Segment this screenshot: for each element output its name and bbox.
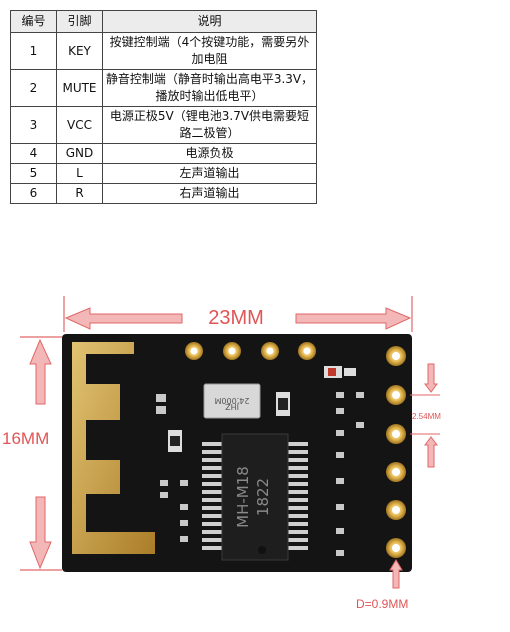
- smd-components: [156, 366, 364, 556]
- width-label: 23MM: [208, 307, 264, 329]
- arrow-up-icon: [389, 559, 403, 589]
- module-figure: 23MM 16MM 24.000M JHZ: [2, 296, 441, 611]
- top-pads: [185, 342, 316, 360]
- header-number: 编号: [10, 10, 57, 33]
- chip-pins: [202, 442, 308, 550]
- pitch-label: 2.54MM: [412, 412, 441, 421]
- arrow-down-icon: [29, 496, 52, 570]
- pin-table: 编号 引脚 说明 1 KEY 按键控制端（4个按键功能，需要另外加电阻 2 MU…: [10, 10, 317, 204]
- crystal-marking: JHZ: [225, 402, 240, 411]
- row-pin: MUTE: [56, 69, 103, 107]
- row-description: 电源负极: [102, 143, 317, 164]
- header-pin: 引脚: [56, 10, 103, 33]
- row-pin: R: [56, 183, 103, 204]
- arrow-right-icon: [295, 307, 412, 330]
- table-row: 5 L 左声道输出: [10, 163, 317, 184]
- height-dimension: [20, 336, 62, 571]
- row-pin: L: [56, 163, 103, 184]
- arrow-up-icon: [424, 436, 438, 468]
- arrow-down-icon: [424, 363, 438, 393]
- row-number: 6: [10, 183, 57, 204]
- main-chip: [221, 433, 289, 561]
- row-description: 左声道输出: [102, 163, 317, 184]
- height-label: 16MM: [2, 429, 49, 448]
- arrow-up-icon: [29, 338, 52, 405]
- header-description: 说明: [102, 10, 317, 33]
- row-pin: GND: [56, 143, 103, 164]
- pcb-antenna: [72, 342, 155, 554]
- row-number: 5: [10, 163, 57, 184]
- diameter-label: D=0.9MM: [356, 597, 408, 611]
- crystal-marking: 24.000M: [214, 396, 249, 405]
- row-number: 3: [10, 106, 57, 144]
- width-dimension: [63, 296, 413, 332]
- pitch-dimension: [410, 363, 440, 468]
- table-row: 6 R 右声道输出: [10, 183, 317, 204]
- row-number: 4: [10, 143, 57, 164]
- row-pin: VCC: [56, 106, 103, 144]
- row-description: 右声道输出: [102, 183, 317, 204]
- table-row: 1 KEY 按键控制端（4个按键功能，需要另外加电阻: [10, 32, 317, 70]
- table-row: 4 GND 电源负极: [10, 143, 317, 164]
- arrow-left-icon: [64, 307, 183, 330]
- row-number: 1: [10, 32, 57, 70]
- table-row: 3 VCC 电源正极5V（锂电池3.7V供电需要短路二极管）: [10, 106, 317, 144]
- chip-marking: MH-M18: [234, 466, 252, 528]
- table-header-row: 编号 引脚 说明: [10, 10, 317, 33]
- diameter-dimension: [389, 559, 403, 589]
- chip-marking: 1822: [254, 478, 272, 516]
- row-description: 电源正极5V（锂电池3.7V供电需要短路二极管）: [102, 106, 317, 144]
- row-description: 按键控制端（4个按键功能，需要另外加电阻: [102, 32, 317, 70]
- crystal: [203, 383, 261, 419]
- side-pads: [386, 346, 406, 558]
- row-description: 静音控制端（静音时输出高电平3.3V，播放时输出低电平）: [102, 69, 317, 107]
- row-pin: KEY: [56, 32, 103, 70]
- table-row: 2 MUTE 静音控制端（静音时输出高电平3.3V，播放时输出低电平）: [10, 69, 317, 107]
- row-number: 2: [10, 69, 57, 107]
